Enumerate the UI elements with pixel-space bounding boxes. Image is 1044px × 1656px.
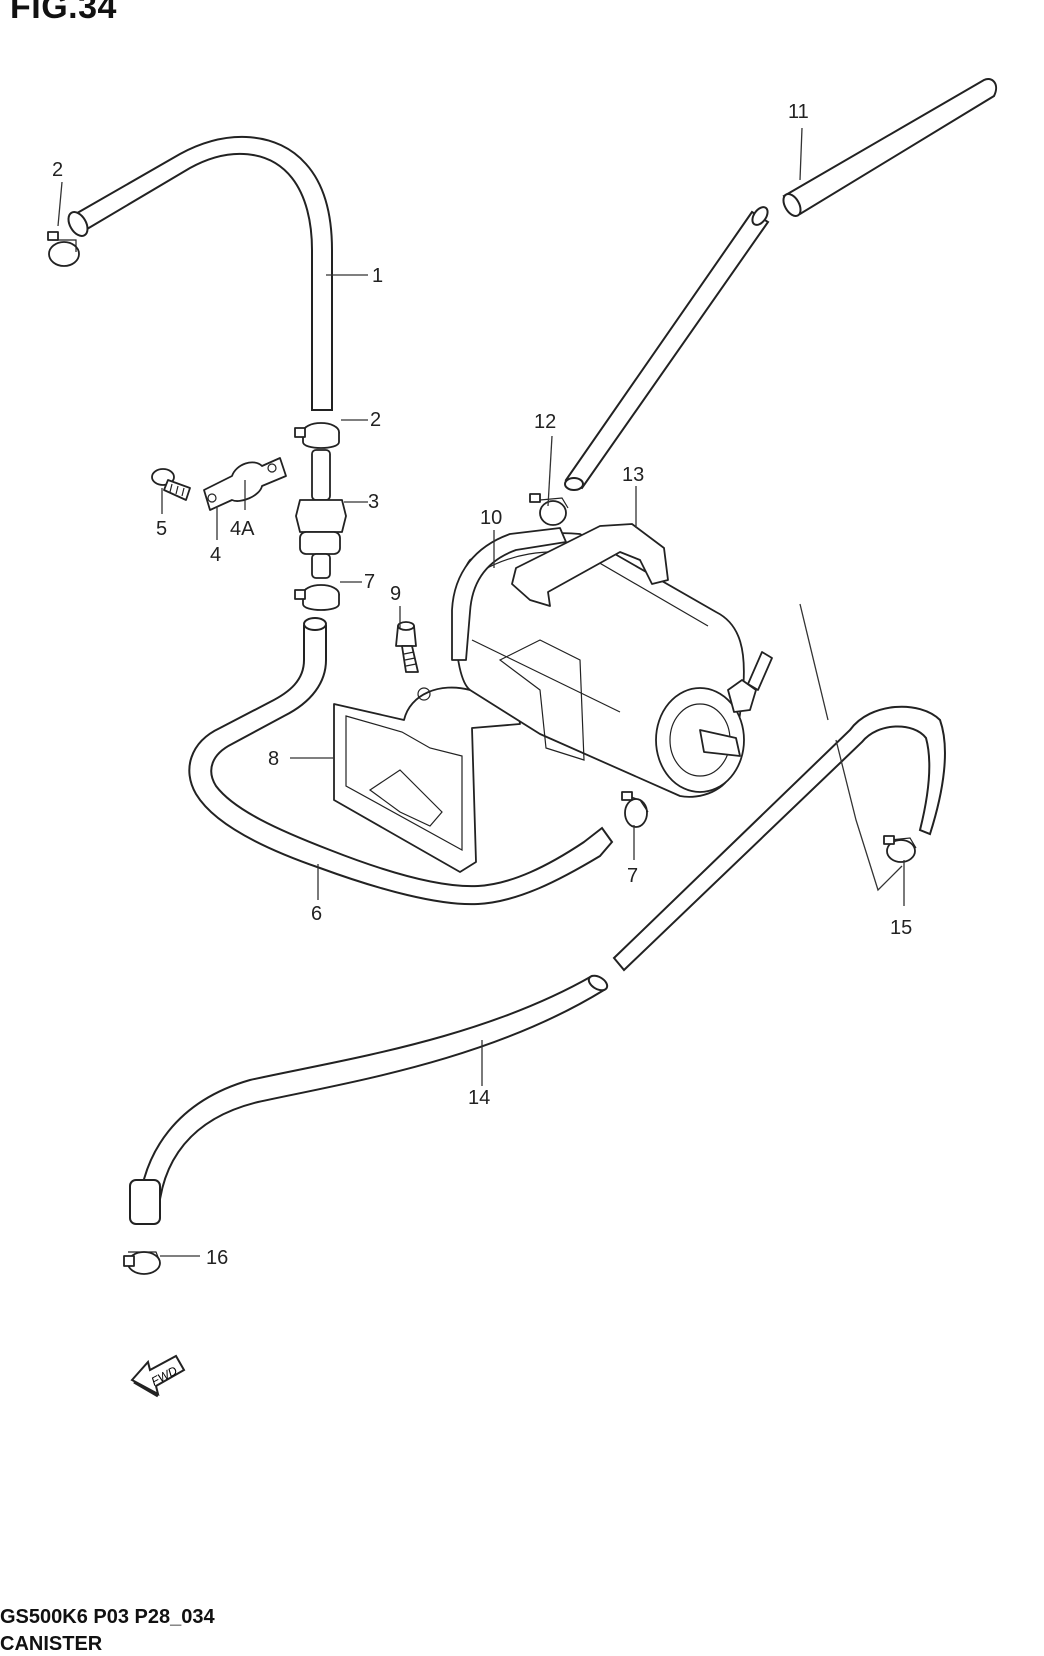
valve-3 <box>295 449 347 579</box>
footer-figure-code: GS500K6 P03 P28_034 <box>0 1606 215 1628</box>
clamp-7-right <box>621 791 649 828</box>
hose-6 <box>188 617 614 906</box>
callout-12: 12 <box>534 411 556 433</box>
bolt-5 <box>151 468 191 501</box>
callout-7-middle: 7 <box>364 571 375 593</box>
clamp-7-middle <box>294 584 340 611</box>
hose-11 <box>564 78 998 491</box>
callout-15: 15 <box>890 917 912 939</box>
clamp-15 <box>883 835 917 863</box>
fwd-arrow-icon: FWD <box>130 1354 186 1398</box>
callout-4: 4 <box>210 544 221 566</box>
callout-11: 11 <box>788 101 809 123</box>
hose-14 <box>129 705 946 1225</box>
callout-2-middle: 2 <box>370 409 381 431</box>
callout-3: 3 <box>368 491 379 513</box>
footer-figure-name: CANISTER <box>0 1633 103 1655</box>
callout-2-left: 2 <box>52 159 63 181</box>
callout-8: 8 <box>268 748 279 770</box>
callout-7-right: 7 <box>627 865 638 887</box>
clamp-15-leader-v <box>799 603 903 892</box>
callout-16: 16 <box>206 1247 228 1269</box>
callout-5: 5 <box>156 518 167 540</box>
callout-6: 6 <box>311 903 322 925</box>
canister-13 <box>451 523 773 798</box>
callout-9: 9 <box>390 583 401 605</box>
clamp-12 <box>529 493 569 526</box>
bracket-8 <box>333 651 521 873</box>
leader-lines <box>57 127 905 1257</box>
clamp-16 <box>123 1251 161 1275</box>
figure-title: FIG.34 <box>10 0 117 26</box>
callout-4a: 4A <box>230 518 255 540</box>
callout-1: 1 <box>372 265 383 287</box>
clamp-2-left <box>47 231 80 267</box>
callout-14: 14 <box>468 1087 490 1109</box>
callout-10: 10 <box>480 507 502 529</box>
bolt-9 <box>395 621 419 673</box>
clamp-2-middle <box>294 422 340 449</box>
callout-13: 13 <box>622 464 644 486</box>
hose-1 <box>67 135 333 411</box>
